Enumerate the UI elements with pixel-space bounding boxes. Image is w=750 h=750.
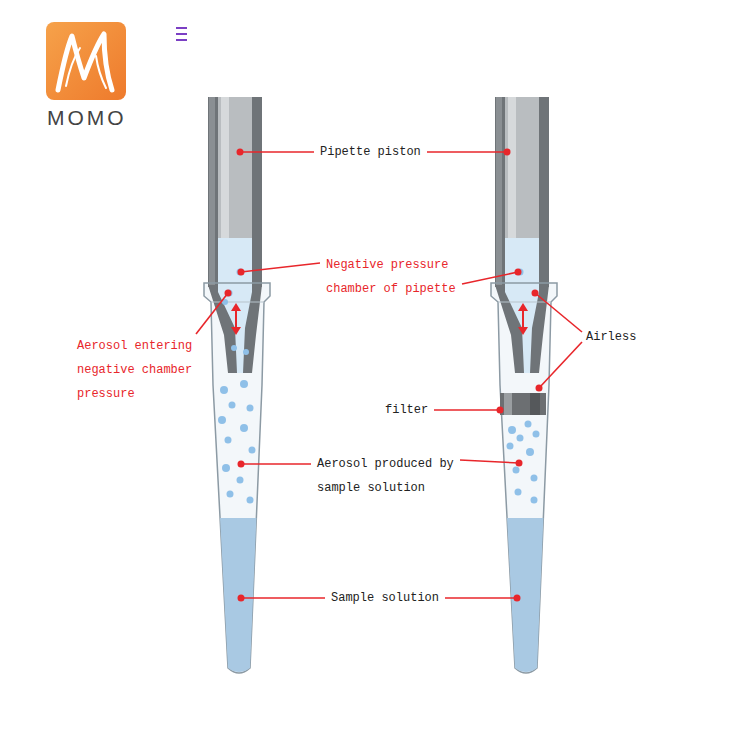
leader-dots xyxy=(225,149,543,602)
callout-label: Aerosol entering negative chamber pressu… xyxy=(77,334,199,406)
part-label: Negative pressure chamber of pipette xyxy=(326,253,461,301)
part-label: Pipette piston xyxy=(320,140,430,164)
pipette-tip xyxy=(200,97,280,688)
leader-lines xyxy=(196,152,582,598)
pipette-tip xyxy=(487,97,567,688)
part-label: Sample solution xyxy=(331,586,446,610)
brand-name: MOMO xyxy=(47,106,167,130)
menu-icon xyxy=(176,27,187,41)
logo-badge xyxy=(46,22,126,100)
aerosol-bubbles xyxy=(218,269,540,504)
part-label: Airless xyxy=(586,325,656,349)
part-label: filter xyxy=(385,398,435,422)
logo-mark xyxy=(66,48,106,88)
logo-mark xyxy=(58,34,112,90)
filter-plug xyxy=(500,393,546,415)
part-label: Aerosol produced by sample solution xyxy=(317,452,462,500)
